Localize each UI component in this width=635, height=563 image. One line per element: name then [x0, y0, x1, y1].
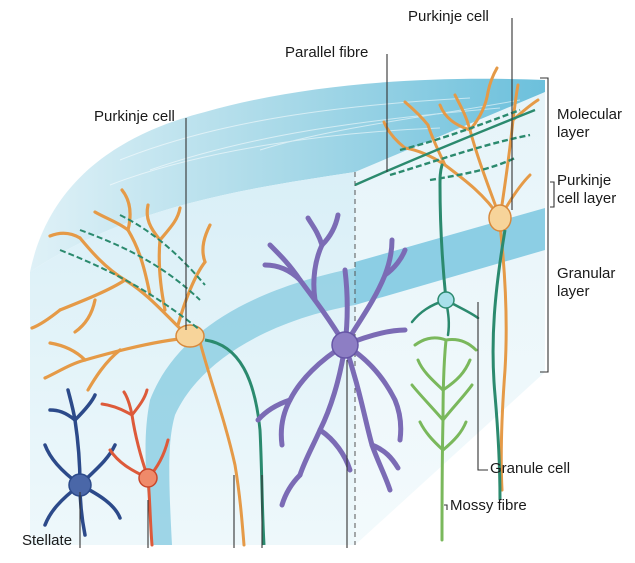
label-purkinje-cell-layer: Purkinje cell layer	[557, 172, 616, 208]
label-purkinje-layer-line1: Purkinje	[557, 172, 616, 190]
granule-soma	[438, 292, 454, 308]
basket-soma	[332, 332, 358, 358]
red-soma	[139, 469, 157, 487]
label-purkinje-layer-line2: cell layer	[557, 190, 616, 208]
label-purkinje-cell-top: Purkinje cell	[408, 8, 489, 26]
purkinje-soma-right	[489, 205, 511, 231]
purkinje-soma-left	[176, 325, 204, 347]
label-molecular-line1: Molecular	[557, 106, 622, 124]
label-mossy-fibre: Mossy fibre	[450, 497, 527, 515]
label-purkinje-cell-left: Purkinje cell	[94, 108, 175, 126]
label-granular-line2: layer	[557, 283, 615, 301]
label-molecular-line2: layer	[557, 124, 622, 142]
label-granule-cell: Granule cell	[490, 460, 570, 478]
label-granular-line1: Granular	[557, 265, 615, 283]
label-molecular-layer: Molecular layer	[557, 106, 622, 142]
label-parallel-fibre: Parallel fibre	[285, 44, 368, 62]
label-stellate: Stellate	[22, 532, 72, 550]
label-granular-layer: Granular layer	[557, 265, 615, 301]
